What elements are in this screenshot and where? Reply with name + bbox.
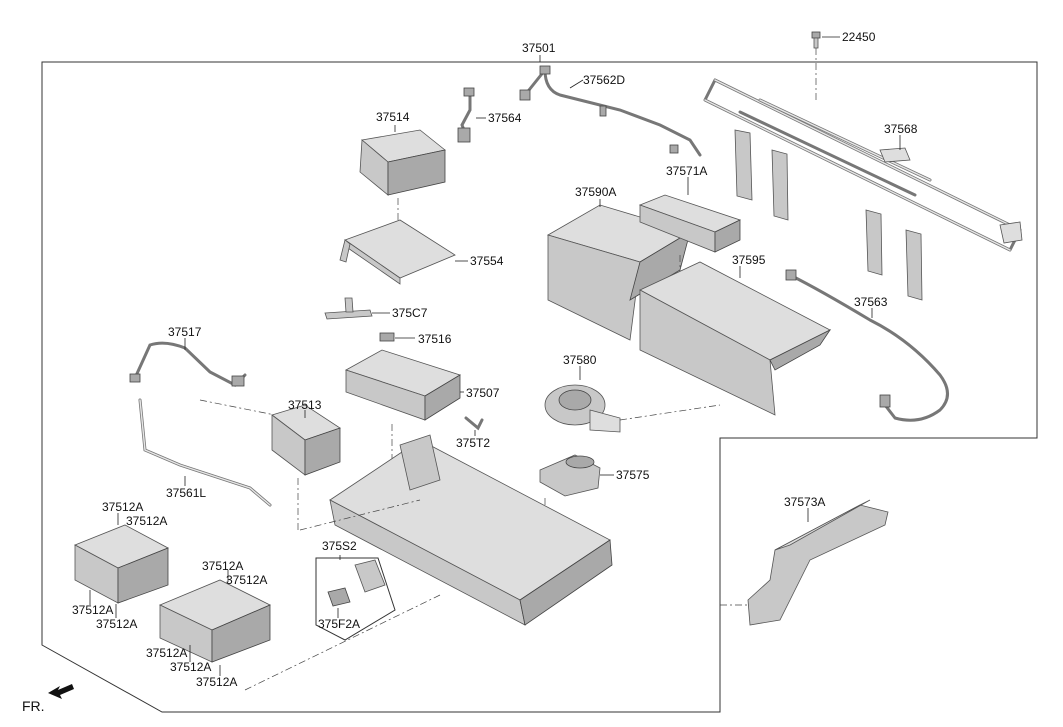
- part-37573A-duct: [720, 499, 889, 626]
- part-37564-harness: [457, 87, 486, 143]
- label-37514: 37514: [376, 110, 410, 124]
- battery-module-group-1: [74, 513, 169, 618]
- label-37512A-5: 37512A: [202, 559, 243, 573]
- label-375T2: 375T2: [456, 436, 490, 450]
- part-22450-bolt: [811, 31, 840, 100]
- front-direction-label: FR.: [22, 698, 45, 714]
- label-37563: 37563: [854, 295, 888, 309]
- label-375C7: 375C7: [392, 306, 428, 320]
- label-37501: 37501: [522, 41, 556, 55]
- part-37507-junction-box: [345, 349, 464, 490]
- label-37512A-6: 37512A: [226, 573, 267, 587]
- part-37562D-harness: [519, 65, 702, 157]
- battery-module-group-2: [159, 570, 441, 691]
- label-37517: 37517: [168, 325, 202, 339]
- part-37595-cover: [639, 261, 832, 416]
- part-37571A-module: [638, 194, 742, 290]
- label-37512A-8: 37512A: [170, 660, 211, 674]
- label-37562D: 37562D: [583, 73, 625, 87]
- part-375T2: [464, 416, 484, 436]
- label-37512A-9: 37512A: [196, 675, 237, 689]
- label-22450: 22450: [842, 30, 876, 44]
- label-37507: 37507: [466, 386, 500, 400]
- assembly-frame: [41, 61, 1038, 713]
- part-375S2-fuse-group: [315, 555, 396, 641]
- part-37513-board: [271, 404, 341, 530]
- part-37517-harness: [129, 338, 247, 387]
- label-37512A-3: 37512A: [72, 603, 113, 617]
- part-37561L-harness: [138, 398, 276, 507]
- part-37516: [379, 332, 415, 342]
- label-37516: 37516: [418, 332, 452, 346]
- label-37571A: 37571A: [666, 164, 707, 178]
- label-375S2: 375S2: [322, 539, 357, 553]
- label-37561L: 37561L: [166, 486, 206, 500]
- label-37512A-1: 37512A: [102, 500, 143, 514]
- arrow-front-left-icon: [48, 684, 74, 699]
- label-37512A-7: 37512A: [146, 646, 187, 660]
- part-battery-tray: [299, 434, 613, 626]
- part-375C7-bracket: [324, 297, 390, 320]
- label-37513: 37513: [288, 398, 322, 412]
- label-37573A: 37573A: [784, 495, 825, 509]
- part-37514-control-unit: [359, 125, 446, 240]
- label-37580: 37580: [563, 353, 597, 367]
- label-37554: 37554: [470, 254, 504, 268]
- label-37512A-4: 37512A: [96, 617, 137, 631]
- label-37590A: 37590A: [575, 185, 616, 199]
- label-375F2A: 375F2A: [318, 617, 360, 631]
- label-37568: 37568: [884, 122, 918, 136]
- label-37564: 37564: [488, 111, 522, 125]
- part-37554-bracket: [339, 219, 468, 285]
- label-37575: 37575: [616, 468, 650, 482]
- part-37568-frame: [703, 78, 1023, 301]
- label-37595: 37595: [732, 253, 766, 267]
- part-37563-harness: [785, 269, 949, 422]
- part-37580-fan: [544, 366, 721, 433]
- label-37512A-2: 37512A: [126, 514, 167, 528]
